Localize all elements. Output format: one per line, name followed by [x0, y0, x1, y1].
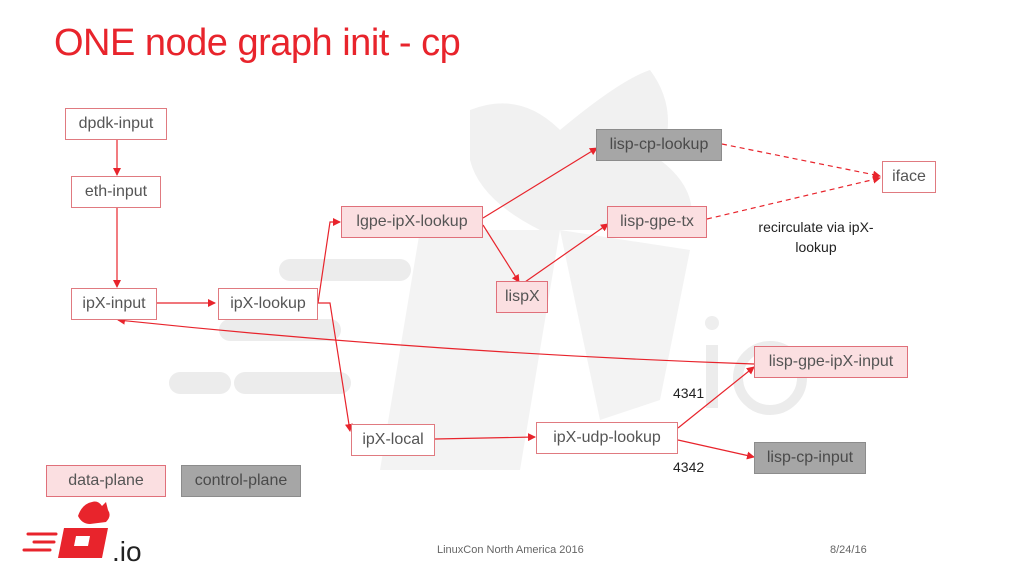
edge-udp-to-lisp-cp-input: [677, 439, 755, 460]
edge-ipx-lookup-to-ipx-local: [318, 302, 353, 432]
node-lisp-gpe-tx: lisp-gpe-tx: [607, 206, 707, 238]
edge-ipx-local-to-ipx-udp-lookup: [434, 433, 536, 442]
slide-title: ONE node graph init - cp: [54, 22, 461, 64]
edge-lisp-gpe-ipx-input-to-ipx-input: [117, 316, 755, 365]
node-lisp-cp-input: lisp-cp-input: [754, 442, 866, 474]
node-lispx: lispX: [496, 281, 548, 313]
recirculate-note: recirculate via ipX-lookup: [758, 219, 874, 255]
fdio-logo-text: .io: [112, 536, 142, 567]
legend-control-plane: control-plane: [181, 465, 301, 497]
edge-lgpe-to-lispx: [482, 224, 520, 283]
edge-udp-to-lisp-gpe-ipx-input: [677, 366, 755, 429]
fdio-logo-icon: [22, 501, 110, 558]
node-eth-input: eth-input: [71, 176, 161, 208]
node-lisp-gpe-ipx-input: lisp-gpe-ipX-input: [754, 346, 908, 378]
node-lgpe-ipx-lookup: lgpe-ipX-lookup: [341, 206, 483, 238]
edge-lispx-to-lisp-gpe-tx: [524, 223, 609, 283]
node-iface: iface: [882, 161, 936, 193]
node-ipx-udp-lookup: ipX-udp-lookup: [536, 422, 678, 454]
node-dpdk-input: dpdk-input: [65, 108, 167, 140]
port-4342-label: 4342: [673, 459, 705, 475]
edge-lisp-gpe-tx-to-iface: [706, 175, 881, 220]
legend-data-plane: data-plane: [46, 465, 166, 497]
footer-date: 8/24/16: [830, 544, 867, 556]
edge-ipx-lookup-to-lgpe: [317, 218, 341, 304]
footer-event: LinuxCon North America 2016: [437, 544, 584, 556]
edge-lisp-cp-lookup-to-iface: [721, 143, 881, 179]
port-4341-label: 4341: [673, 385, 705, 401]
edge-lgpe-to-lisp-cp-lookup: [482, 147, 598, 219]
node-ipx-local: ipX-local: [351, 424, 435, 456]
node-ipx-input: ipX-input: [71, 288, 157, 320]
node-lisp-cp-lookup: lisp-cp-lookup: [596, 129, 722, 161]
node-ipx-lookup: ipX-lookup: [218, 288, 318, 320]
